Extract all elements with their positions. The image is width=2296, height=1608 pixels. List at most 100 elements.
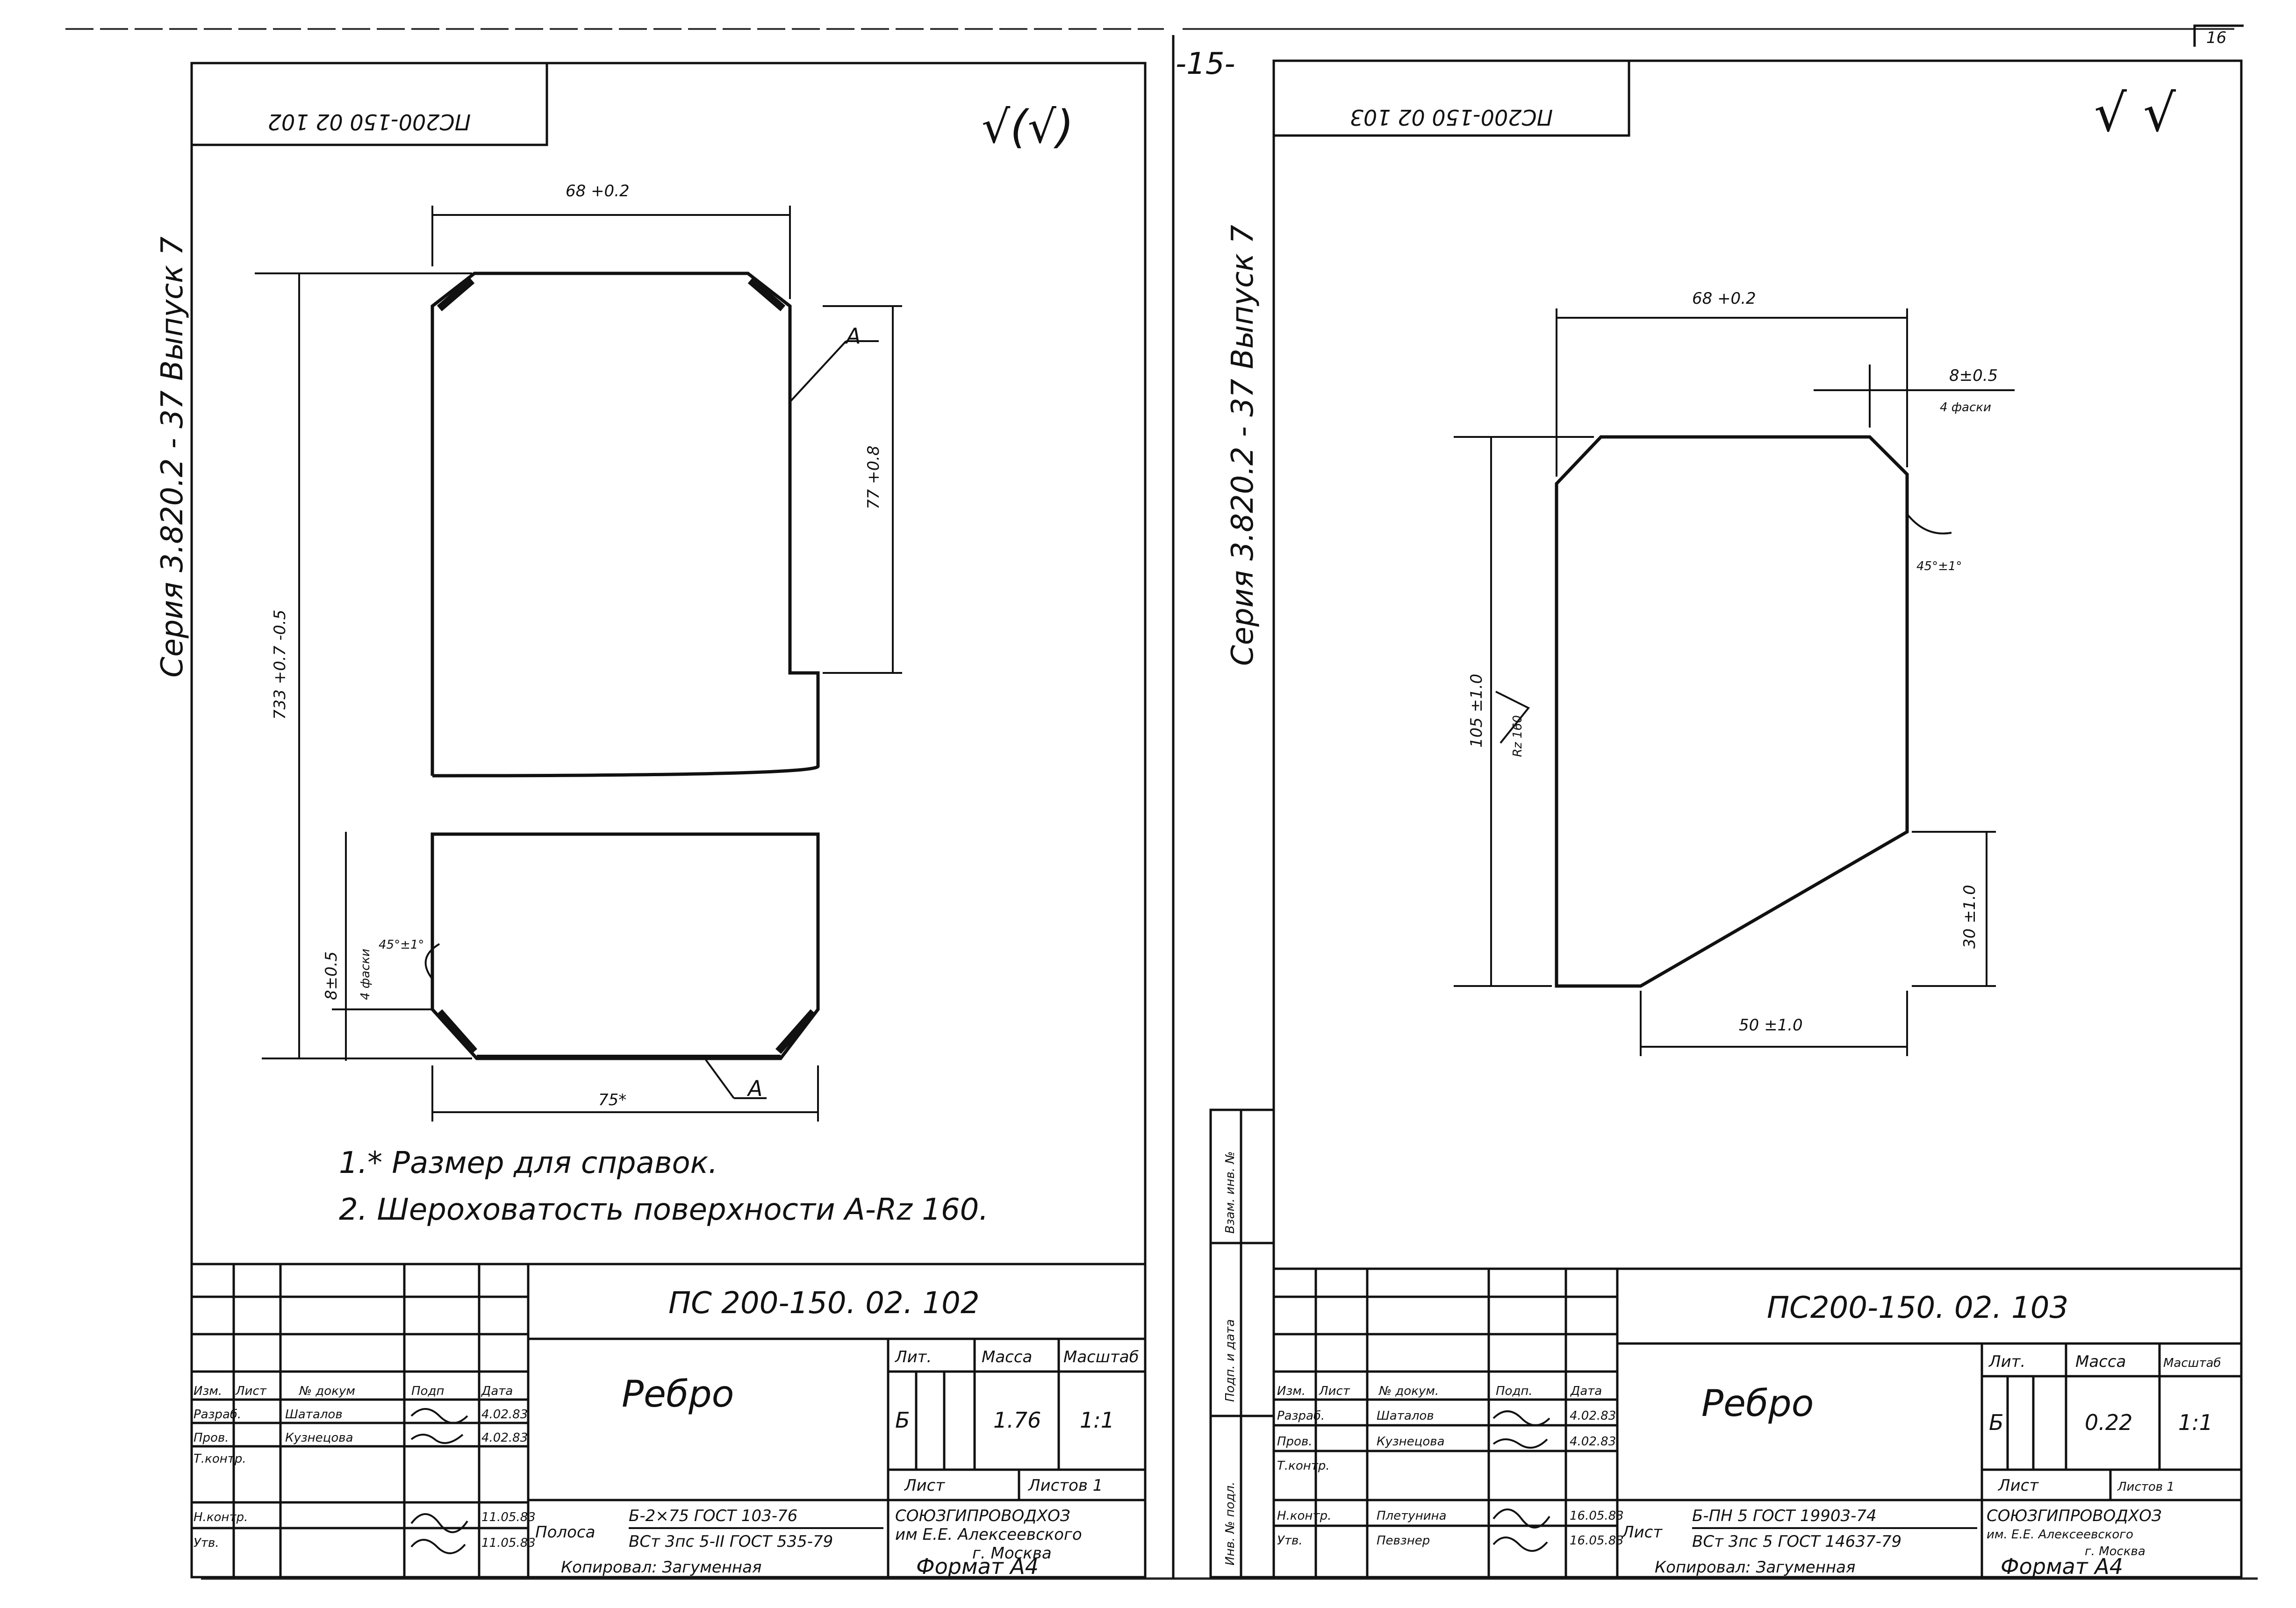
right-dim-side-height: 30 ±1.0 xyxy=(1960,885,1979,949)
right-side-sign: Подп. и дата xyxy=(1223,1319,1237,1402)
right-row-role-0: Разраб. xyxy=(1277,1409,1325,1423)
right-scale-label: Масштаб xyxy=(2163,1356,2221,1370)
left-org-line1: СОЮЗГИПРОВОДХОЗ xyxy=(895,1507,1070,1525)
left-dim-chamfer-count: 4 фаски xyxy=(359,949,373,1000)
right-roughness-mark: √ √ xyxy=(2094,83,2176,143)
left-dim-width-bottom: 75* xyxy=(598,1091,626,1109)
left-row-role-1: Пров. xyxy=(194,1431,229,1445)
right-col-izm: Изм. xyxy=(1277,1384,1306,1398)
right-dim-chamfer: 8±0.5 xyxy=(1949,366,1998,385)
right-dim-bottom-width: 50 ±1.0 xyxy=(1739,1016,1803,1035)
right-row-name-4: Певзнер xyxy=(1377,1534,1430,1548)
right-row-role-4: Утв. xyxy=(1277,1534,1303,1548)
right-material-bottom: ВСт 3пс 5 ГОСТ 14637-79 xyxy=(1692,1532,1901,1551)
page-number: -15- xyxy=(1176,47,1235,81)
left-col-doc: № докум xyxy=(298,1384,355,1398)
right-col-sign: Подп. xyxy=(1496,1384,1533,1398)
right-dimensions xyxy=(1454,308,2015,1056)
right-series-label: Серия 3.820.2 - 37 Выпуск 7 xyxy=(1226,225,1260,666)
left-row-role-4: Утв. xyxy=(194,1536,219,1550)
left-sheet: ПС200-150 02 102 √(√) Серия 3.820.2 - 37… xyxy=(155,62,1147,1579)
right-row-date-1: 4.02.83 xyxy=(1570,1435,1616,1449)
right-side-inv: Инв. № подл. xyxy=(1223,1482,1237,1565)
left-org-line3: г. Москва xyxy=(972,1544,1052,1563)
left-row-date-1: 4.02.83 xyxy=(481,1431,528,1445)
right-title-block xyxy=(1274,1267,2241,1577)
right-dim-roughness: Rz 160 xyxy=(1511,715,1525,757)
left-scale-label: Масштаб xyxy=(1063,1348,1139,1366)
left-dim-width-top: 68 +0.2 xyxy=(566,182,630,200)
right-dim-width-top: 68 +0.2 xyxy=(1692,289,1756,308)
right-mass-value: 0.22 xyxy=(2085,1410,2132,1435)
left-part-name: Ребро xyxy=(622,1373,734,1415)
left-row-name-1: Кузнецова xyxy=(285,1431,353,1445)
left-mass-value: 1.76 xyxy=(993,1408,1041,1433)
left-row-date-0: 4.02.83 xyxy=(481,1408,528,1422)
left-col-date: Дата xyxy=(481,1384,513,1398)
right-org-line3: г. Москва xyxy=(2085,1544,2145,1558)
left-org-line2: им Е.Е. Алексеевского xyxy=(895,1525,1082,1544)
right-format: Формат А4 xyxy=(2001,1554,2123,1579)
left-label-a-bottom: A xyxy=(746,1076,762,1101)
left-row-role-0: Разраб. xyxy=(194,1408,241,1422)
right-dim-chamfer-count: 4 фаски xyxy=(1940,400,1991,415)
left-dim-angle: 45°±1° xyxy=(379,938,424,952)
right-side-inv2: Взам. инв. № xyxy=(1223,1151,1237,1234)
right-sheet-label: Лист xyxy=(1997,1476,2039,1495)
left-row-date-4: 11.05.83 xyxy=(481,1536,536,1550)
left-note-1: 1.* Размер для справок. xyxy=(339,1146,718,1180)
right-lit-label: Лит. xyxy=(1988,1352,2025,1371)
left-note-2: 2. Шероховатость поверхности А-Rz 160. xyxy=(339,1193,989,1227)
right-signatures xyxy=(1492,1410,1550,1552)
left-material-top: Б-2×75 ГОСТ 103-76 xyxy=(629,1507,797,1525)
left-dimensions xyxy=(255,206,902,1122)
right-sheets-label: Листов 1 xyxy=(2117,1480,2174,1494)
left-row-role-3: Н.контр. xyxy=(194,1510,248,1524)
left-signatures xyxy=(410,1408,468,1554)
right-row-date-3: 16.05.83 xyxy=(1570,1509,1624,1523)
right-lit-value: Б xyxy=(1989,1410,2004,1435)
left-label-a-top: A xyxy=(845,323,861,349)
right-row-role-2: Т.контр. xyxy=(1277,1459,1330,1473)
left-title-block xyxy=(192,1263,1145,1577)
right-dim-height: 105 ±1.0 xyxy=(1467,674,1486,748)
left-sheets-label: Листов 1 xyxy=(1027,1476,1103,1495)
right-scale-value: 1:1 xyxy=(2178,1410,2213,1435)
right-row-role-3: Н.контр. xyxy=(1277,1509,1331,1523)
left-mass-label: Масса xyxy=(982,1348,1032,1366)
right-part-name: Ребро xyxy=(1701,1383,1814,1425)
right-dim-angle: 45°±1° xyxy=(1916,559,1962,573)
left-row-name-0: Шаталов xyxy=(285,1408,343,1422)
sheet-number-box: 16 xyxy=(2193,24,2244,47)
right-col-list: Лист xyxy=(1319,1384,1350,1398)
left-copied-by: Копировал: Загуменная xyxy=(561,1558,761,1577)
left-sheet-label: Лист xyxy=(904,1476,945,1495)
right-designation: ПС200-150. 02. 103 xyxy=(1767,1291,2068,1325)
right-stamp-mirrored: ПС200-150 02 103 xyxy=(1350,105,1553,130)
right-copied-by: Копировал: Загуменная xyxy=(1655,1558,1855,1577)
left-col-sign: Подп xyxy=(411,1384,444,1398)
right-row-role-1: Пров. xyxy=(1277,1435,1313,1449)
right-org-line2: им. Е.Е. Алексеевского xyxy=(1987,1528,2133,1542)
left-scale-value: 1:1 xyxy=(1080,1408,1114,1433)
right-row-date-0: 4.02.83 xyxy=(1570,1409,1616,1423)
right-material-top: Б-ПН 5 ГОСТ 19903-74 xyxy=(1692,1507,1877,1525)
right-mass-label: Масса xyxy=(2075,1352,2126,1371)
right-row-name-3: Плетунина xyxy=(1377,1509,1447,1523)
left-designation: ПС 200-150. 02. 102 xyxy=(668,1286,980,1321)
left-stamp-mirrored: ПС200-150 02 102 xyxy=(268,109,471,135)
right-sheet: ПС200-150 02 103 √ √ Серия 3.820.2 - 37 … xyxy=(1209,59,2243,1579)
left-dim-height-part: 77 +0.8 xyxy=(864,445,883,509)
sheet-number: 16 xyxy=(2206,29,2226,47)
right-org-line1: СОЮЗГИПРОВОДХОЗ xyxy=(1987,1507,2162,1525)
left-format: Формат А4 xyxy=(916,1554,1039,1579)
left-row-date-3: 11.05.83 xyxy=(481,1510,536,1524)
left-col-izm: Изм. xyxy=(194,1384,222,1398)
right-col-doc: № докум. xyxy=(1378,1384,1439,1398)
left-col-list: Лист xyxy=(235,1384,267,1398)
left-lit-value: Б xyxy=(895,1408,910,1433)
right-row-date-4: 16.05.83 xyxy=(1570,1534,1624,1548)
left-roughness-mark: √(√) xyxy=(982,101,1074,153)
right-part-drawing xyxy=(1555,435,1909,988)
